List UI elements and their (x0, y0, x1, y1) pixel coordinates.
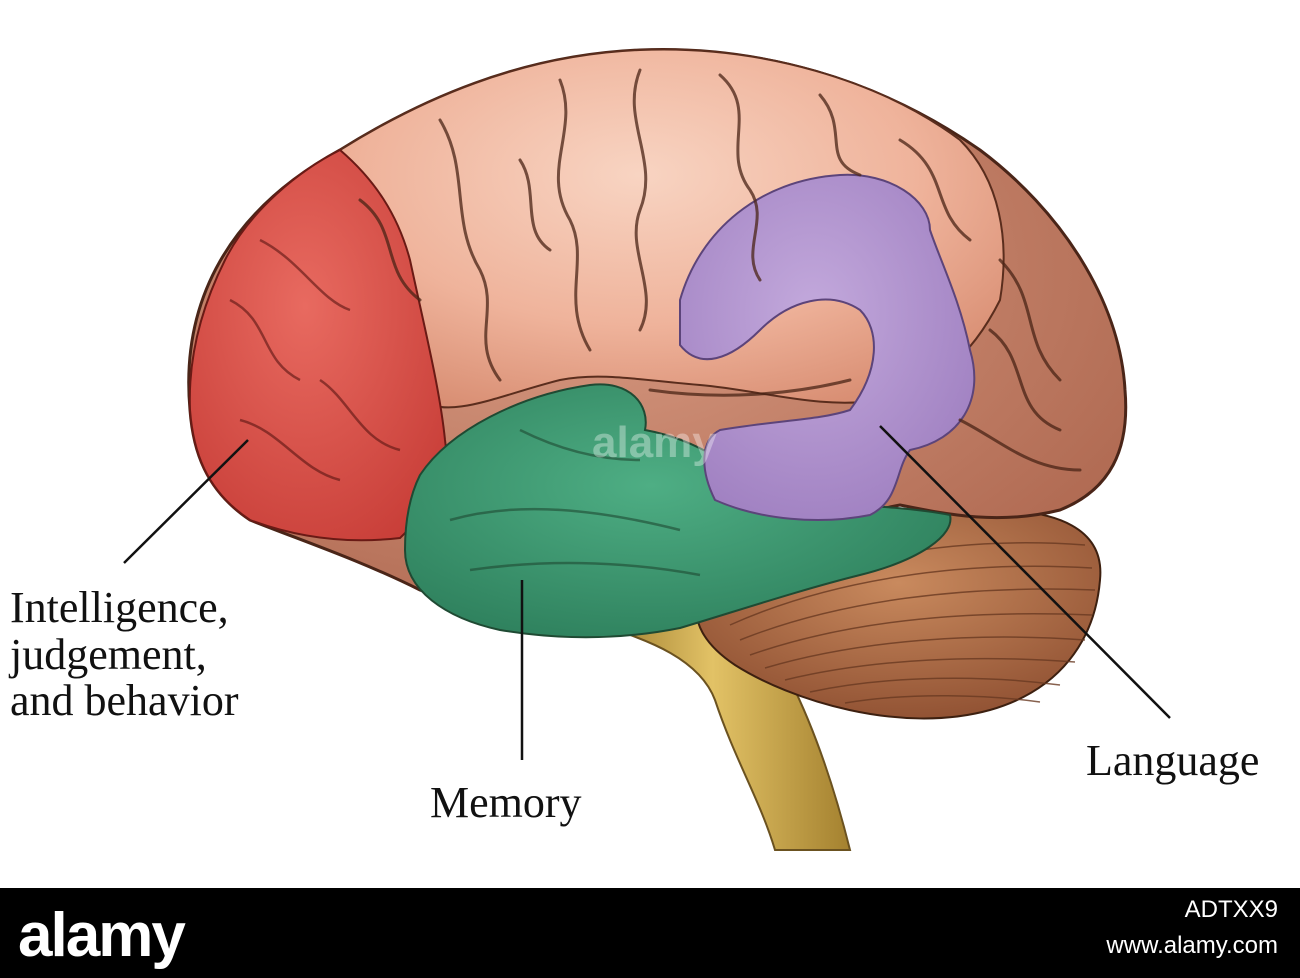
watermark-overlay: alamy (592, 418, 717, 467)
brain-illustration (123, 48, 1171, 851)
pointer-line-language (879, 425, 1171, 719)
label-intelligence-line2: judgement, (10, 629, 207, 679)
label-language: Language (1086, 736, 1260, 785)
image-id: ADTXX9 (1184, 896, 1278, 923)
label-intelligence: Intelligence, judgement, and behavior (10, 583, 310, 726)
pointer-line-intelligence (123, 439, 249, 564)
label-intelligence-line3: and behavior (10, 676, 239, 726)
label-memory: Memory (430, 778, 582, 827)
brain-diagram: alamy Intelligence, judgement, and behav… (10, 48, 1260, 851)
label-intelligence-line1: Intelligence, (10, 583, 229, 632)
memory-region (403, 383, 952, 639)
site-url: www.alamy.com (1106, 932, 1278, 959)
watermark-footer: alamy ADTXX9 www.alamy.com (0, 888, 1300, 978)
alamy-logo: alamy (18, 901, 186, 970)
